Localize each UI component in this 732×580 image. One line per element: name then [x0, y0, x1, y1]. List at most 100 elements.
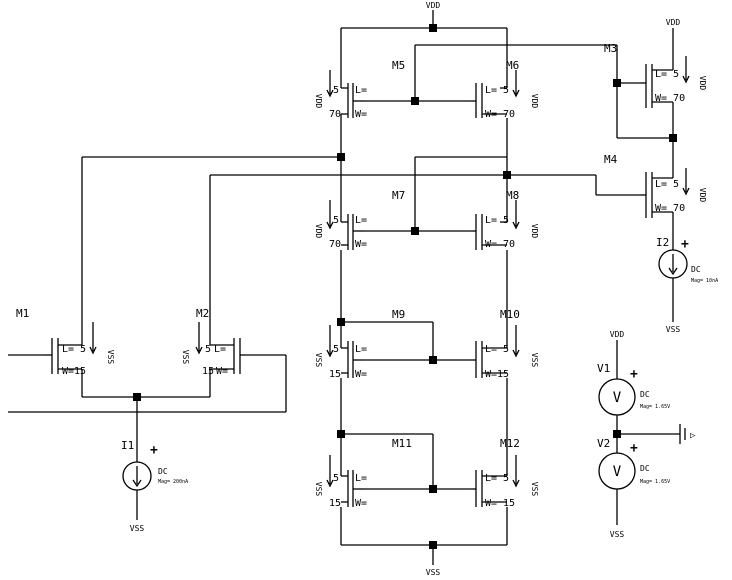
width-value: 15	[503, 498, 515, 509]
transistor-m8[interactable]: VDD L= 5 W= 70 M8	[471, 189, 539, 250]
width-label: W=	[355, 498, 367, 509]
transistor-m2[interactable]: VSS 5 L= 15 W= M2	[181, 307, 246, 377]
plus-icon: +	[630, 441, 638, 456]
rail-labels: VDD VDD VDD VSS VSS VSS VSS	[130, 1, 681, 577]
length-label: L= 5	[655, 69, 679, 80]
length-value: 5	[333, 473, 339, 484]
junction-dot	[411, 227, 419, 235]
junction-dot	[337, 430, 345, 438]
rail-label: VDD	[530, 94, 539, 109]
rail-label: VSS	[314, 482, 323, 497]
voltage-symbol: V	[613, 464, 622, 480]
transistor-label: M4	[604, 153, 618, 166]
transistor-m10[interactable]: VSS L= 5 W=15 M10	[471, 308, 539, 380]
source-label: I1	[121, 439, 134, 452]
source-value: Mag= 1.65V	[640, 479, 670, 485]
length-label: L=	[214, 344, 226, 355]
junction-dot	[669, 134, 677, 142]
transistor-label: M11	[392, 437, 412, 450]
rail-label: VSS	[314, 353, 323, 368]
vss-label: VSS	[666, 325, 681, 334]
current-source-i2[interactable]: I2 + DC Mag= 10nA	[656, 236, 718, 322]
length-label: L=	[62, 344, 74, 355]
width-label: W=	[485, 239, 497, 250]
length-label: L=	[485, 215, 497, 226]
length-value: 5	[503, 215, 509, 226]
length-value: 5	[333, 344, 339, 355]
length-label: L= 5	[655, 179, 679, 190]
transistor-m11[interactable]: VSS 5 L= 15 W= M11	[314, 437, 412, 509]
plus-icon: +	[150, 443, 158, 458]
current-source-i1[interactable]: I1 + DC Mag= 200nA	[121, 439, 188, 491]
junction-dot	[337, 153, 345, 161]
source-label: V2	[597, 437, 610, 450]
vdd-label: VDD	[666, 18, 681, 27]
width-label: W=	[485, 109, 497, 120]
transistor-label: M3	[604, 42, 617, 55]
junction-dot	[429, 485, 437, 493]
vss-label: VSS	[610, 530, 625, 539]
width-value: 15	[202, 366, 214, 377]
length-value: 5	[503, 85, 509, 96]
transistor-m3[interactable]: VDD L= 5 W= 70 M3	[604, 42, 707, 110]
width-value: 70	[329, 239, 341, 250]
length-value: 5	[80, 344, 86, 355]
transistor-label: M7	[392, 189, 405, 202]
transistor-m6[interactable]: VDD L= 5 W= 70 M6	[471, 59, 539, 120]
voltage-source-v2[interactable]: V V2 + DC Mag= 1.65V	[597, 437, 670, 490]
transistor-label: M8	[506, 189, 519, 202]
transistor-label: M5	[392, 59, 405, 72]
rail-label: VDD	[314, 94, 323, 109]
junction-dot	[411, 97, 419, 105]
source-value: Mag= 10nA	[691, 278, 718, 284]
transistor-m4[interactable]: VDD L= 5 W= 70 M4	[604, 153, 707, 222]
rail-label: VSS	[530, 353, 539, 368]
rail-label: VSS	[181, 350, 190, 365]
length-label: L=	[355, 215, 367, 226]
voltage-symbol: V	[613, 390, 622, 406]
junction-dot	[613, 79, 621, 87]
transistor-m5[interactable]: VDD 5 L= 70 W= M5	[314, 59, 405, 120]
transistor-label: M1	[16, 307, 29, 320]
width-label: W=	[485, 498, 497, 509]
rail-label: VDD	[530, 224, 539, 239]
vss-label: VSS	[130, 524, 145, 533]
plus-icon: +	[681, 237, 689, 252]
transistor-m9[interactable]: VSS 5 L= 15 W= M9	[314, 308, 405, 380]
voltage-source-v1[interactable]: V V1 + DC Mag= 1.65V	[597, 362, 670, 416]
plus-icon: +	[630, 367, 638, 382]
transistor-m12[interactable]: VSS L= 5 W= 15 M12	[471, 437, 539, 509]
source-kind: DC	[691, 265, 701, 274]
width-label: W= 70	[655, 203, 685, 214]
rail-label: VSS	[106, 350, 115, 365]
width-value: 70	[503, 239, 515, 250]
wires	[8, 10, 686, 565]
rail-label: VSS	[530, 482, 539, 497]
rail-label: VDD	[698, 76, 707, 91]
junction-dot	[429, 356, 437, 364]
length-value: 5	[205, 344, 211, 355]
junction-dot	[503, 171, 511, 179]
transistor-label: M10	[500, 308, 520, 321]
length-value: 5	[503, 344, 509, 355]
source-kind: DC	[640, 390, 650, 399]
junction-dot	[337, 318, 345, 326]
transistor-label: M2	[196, 307, 209, 320]
length-label: L=	[355, 85, 367, 96]
junction-dot	[429, 24, 437, 32]
width-label: W= 70	[655, 93, 685, 104]
rail-label: VDD	[698, 188, 707, 203]
width-value: 70	[329, 109, 341, 120]
width-label: W=	[355, 239, 367, 250]
transistor-m7[interactable]: VDD 5 L= 70 W= M7	[314, 189, 405, 250]
junction-dot	[133, 393, 141, 401]
length-label: L=	[485, 473, 497, 484]
vss-label: VSS	[426, 568, 441, 577]
length-label: L=	[485, 344, 497, 355]
width-label: W=15	[62, 366, 86, 377]
source-kind: DC	[640, 464, 650, 473]
transistor-m1[interactable]: VSS L= 5 W=15 M1	[16, 307, 115, 377]
ground-icon: ▷	[690, 431, 696, 441]
length-label: L=	[355, 344, 367, 355]
